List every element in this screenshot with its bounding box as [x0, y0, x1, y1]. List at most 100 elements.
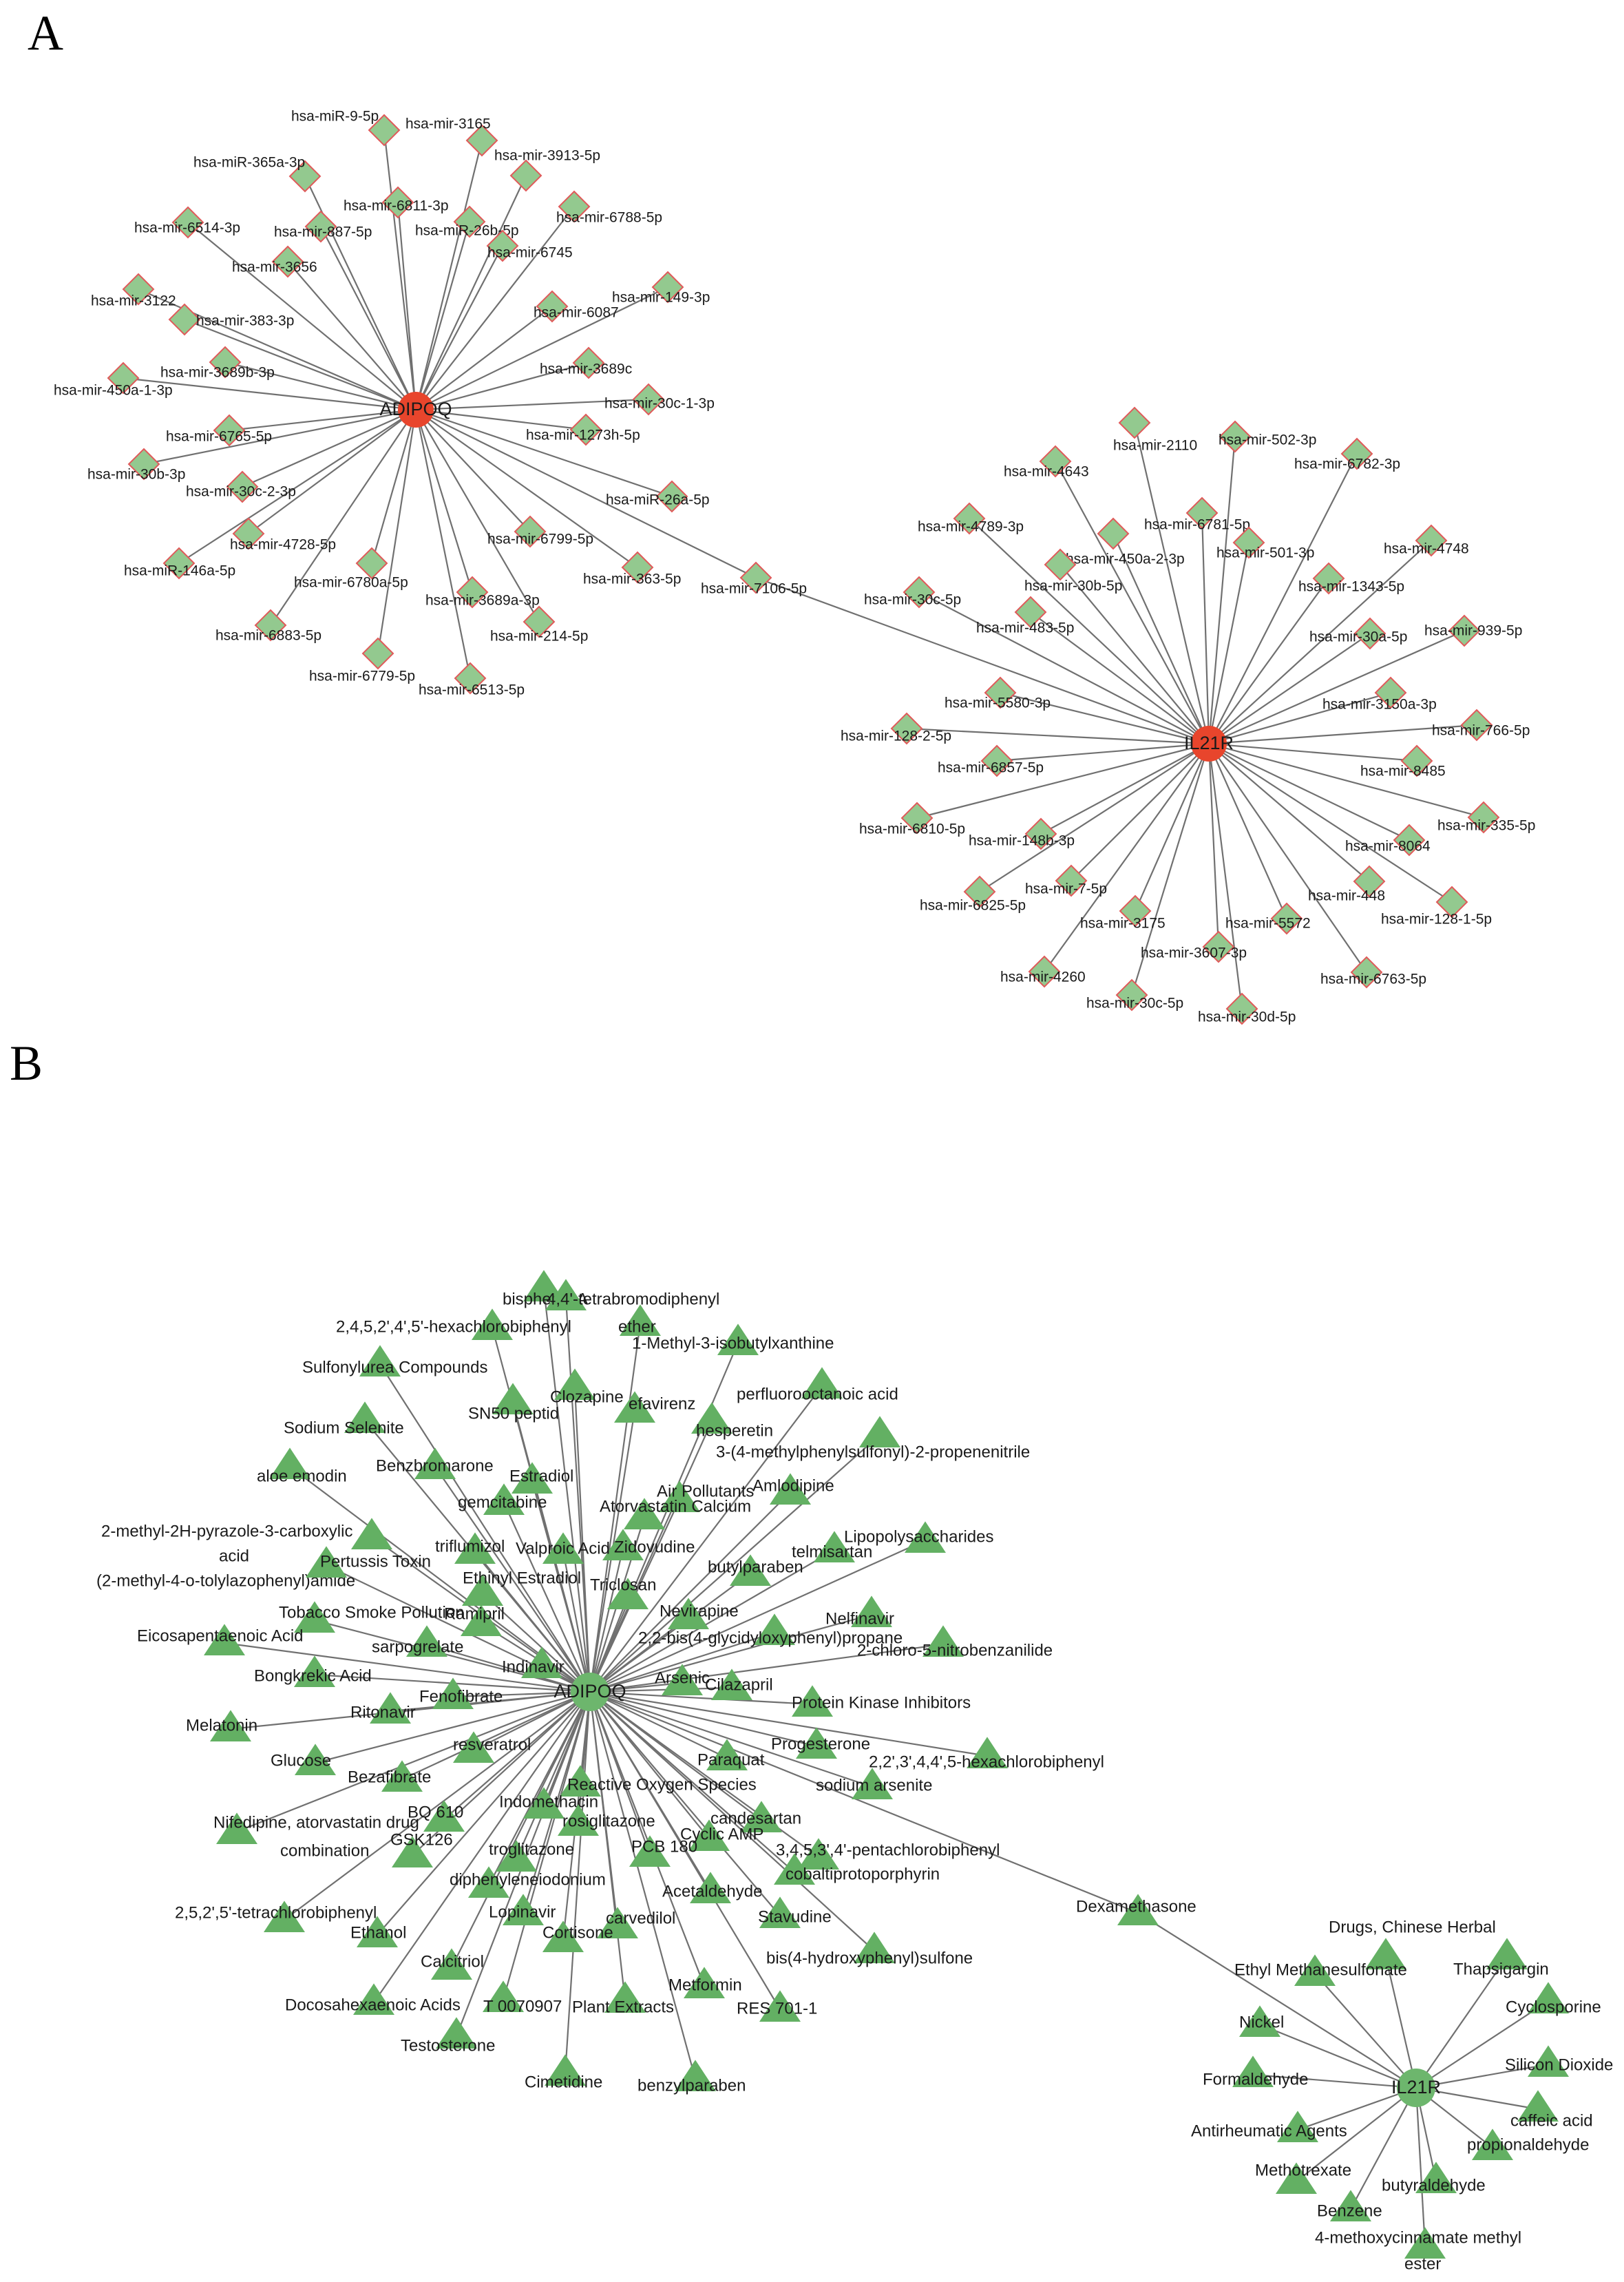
chemical-label: ether [618, 1317, 656, 1336]
edge [1137, 1912, 1417, 2089]
mirna-node-diamond [1185, 496, 1219, 530]
chemical-label: RES 701-1 [737, 1999, 817, 2018]
chemical-node-triangle [711, 1668, 752, 1700]
chemical-node-triangle [796, 1727, 837, 1759]
chemical-node-triangle [1528, 1982, 1569, 2013]
edge [415, 408, 673, 498]
mirna-node-diamond [1374, 676, 1407, 709]
chemical-node-triangle [624, 1498, 665, 1529]
hub-node-adipoq [571, 1673, 609, 1711]
mirna-node-diamond [1435, 886, 1468, 919]
edge [589, 1686, 732, 1693]
edge [1030, 611, 1210, 744]
panel-a-letter: A [28, 6, 63, 61]
mirna-label: hsa-mir-2110 [1113, 438, 1197, 454]
chemical-node-triangle [1517, 2090, 1559, 2122]
edge [415, 409, 540, 622]
mirna-label: hsa-mir-6782-3p [1294, 457, 1400, 472]
mirna-label: hsa-mir-4748 [1384, 541, 1469, 557]
chemical-label: BQ 610 [408, 1803, 463, 1821]
mirna-node-diamond [558, 190, 591, 223]
mirna-node-diamond [381, 186, 414, 219]
mirna-node-diamond [1270, 902, 1303, 935]
edge [1208, 633, 1371, 744]
edge [1208, 742, 1484, 819]
mirna-node-diamond [1460, 709, 1493, 742]
chemical-label: bis(4-hydroxyphenyl)sulfone [766, 1949, 973, 1967]
edge [1044, 743, 1210, 972]
mirna-node-diamond [465, 124, 498, 157]
mirna-label: hsa-mir-3689a-3p [425, 593, 540, 609]
chemical-node-triangle [967, 1737, 1008, 1768]
mirna-label: hsa-mir-1343-5p [1298, 579, 1404, 595]
chemical-label: Paraquat [697, 1750, 765, 1769]
edge [589, 1690, 988, 1757]
edge [589, 1691, 781, 1916]
mirna-node-diamond [355, 547, 388, 580]
edge [1133, 422, 1210, 744]
mirna-node-diamond [1097, 517, 1130, 550]
edge [482, 1593, 591, 1693]
chemical-node-triangle [370, 1692, 411, 1724]
mirna-node-diamond [621, 551, 654, 584]
edge [415, 409, 757, 578]
mirna-label: hsa-mir-30d-5p [1198, 1009, 1296, 1025]
mirna-node-diamond [456, 576, 489, 609]
edge [1208, 629, 1465, 745]
edge [589, 1342, 739, 1693]
chemical-label: combination [280, 1841, 369, 1860]
mirna-label: hsa-miR-9-5p [291, 109, 379, 125]
chemical-node-triangle [1365, 1938, 1406, 1969]
chemical-node-triangle [558, 1804, 599, 1836]
edge [224, 361, 416, 411]
mirna-label: hsa-mir-335-5p [1437, 818, 1535, 834]
mirna-node-diamond [1400, 744, 1433, 777]
hub-label: ADIPOQ [553, 1681, 626, 1702]
mirna-node-diamond [1312, 562, 1345, 595]
edge [1112, 533, 1210, 744]
mirna-label: hsa-mir-502-3p [1219, 432, 1316, 448]
chemical-label: Clozapine [550, 1388, 624, 1406]
chemical-label: Docosahexaenoic Acids [285, 1996, 461, 2014]
chemical-label: Ritonavir [350, 1703, 416, 1721]
mirna-label: hsa-miR-146a-5p [124, 563, 235, 579]
mirna-node-diamond [361, 637, 394, 670]
chemical-node-triangle [414, 1447, 456, 1479]
chemical-label: Indinavir [502, 1657, 565, 1676]
chemical-label: 2,2-bis(4-glycidyloxyphenyl)propane [638, 1629, 903, 1647]
mirna-label: hsa-mir-3689c [540, 362, 632, 377]
chemical-node-triangle [659, 1480, 700, 1512]
chemical-label: 3-(4-methylphenylsulfonyl)-2-propenenitr… [716, 1443, 1030, 1461]
chemical-node-triangle [496, 1840, 537, 1872]
mirna-label: hsa-mir-1273h-5p [526, 428, 640, 443]
chemical-label: SN50 peptid [468, 1404, 559, 1423]
mirna-node-diamond [162, 547, 196, 580]
chemical-node-triangle [675, 2060, 716, 2091]
edge [562, 1551, 591, 1693]
edge [1208, 540, 1432, 744]
mirna-label: hsa-mir-939-5p [1424, 623, 1522, 639]
chemical-node-triangle [774, 1853, 815, 1885]
chemical-label: 2-methyl-2H-pyrazole-3-carboxylic [101, 1522, 352, 1540]
mirna-node-diamond [890, 712, 923, 745]
hub-label: IL21R [1391, 2077, 1441, 2097]
edge [1297, 2086, 1417, 2131]
chemical-label: Melatonin [186, 1716, 257, 1735]
mirna-label: hsa-mir-4643 [1004, 464, 1089, 480]
mirna-node-diamond [107, 362, 140, 395]
edge [242, 408, 416, 488]
edge [224, 1642, 591, 1693]
chemical-node-triangle [472, 1308, 513, 1340]
chemical-node-triangle [1294, 1954, 1336, 1986]
chemical-label: cobaltiprotoporphyrin [785, 1865, 940, 1883]
chemical-node-triangle [344, 1401, 386, 1433]
chemical-node-triangle [792, 1685, 833, 1717]
chemical-node-triangle [1239, 2005, 1280, 2037]
mirna-label: hsa-mir-6765-5p [166, 429, 272, 445]
chemical-node-triangle [717, 1323, 759, 1355]
edge [377, 1691, 591, 1936]
edge [414, 409, 474, 593]
mirna-label: hsa-mir-6788-5p [556, 210, 662, 226]
edge [452, 1690, 591, 1698]
